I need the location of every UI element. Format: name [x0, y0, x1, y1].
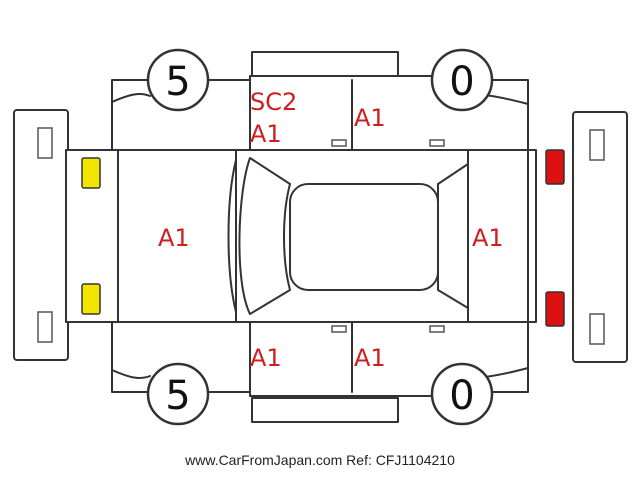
hood-panel — [117, 149, 237, 323]
front-left-lamp — [81, 157, 101, 189]
tire-rear-right-depth: 0 — [449, 373, 474, 419]
left-roof-rail — [251, 51, 399, 77]
tire-rear-left: 0 — [430, 48, 494, 112]
damage-right-rear-door: A1 — [354, 344, 386, 372]
damage-trunk: A1 — [472, 224, 504, 252]
damage-right-front-door: A1 — [250, 344, 282, 372]
damage-left-front-door-a: A1 — [250, 120, 282, 148]
damage-left-front-door-sc: SC2 — [250, 88, 297, 116]
front-bumper — [13, 109, 69, 361]
tire-front-right-depth: 5 — [165, 373, 190, 419]
tire-rear-right: 0 — [430, 362, 494, 426]
damage-hood: A1 — [158, 224, 190, 252]
front-right-lamp — [81, 283, 101, 315]
tire-front-left-depth: 5 — [165, 59, 190, 105]
rear-right-lamp — [545, 291, 565, 327]
tire-front-left: 5 — [146, 48, 210, 112]
trunk-panel — [467, 149, 529, 323]
footer-reference: www.CarFromJapan.com Ref: CFJ1104210 — [0, 452, 640, 468]
rear-bumper — [572, 111, 628, 363]
right-roof-rail — [251, 397, 399, 423]
tire-front-right: 5 — [146, 362, 210, 426]
damage-left-rear-door: A1 — [354, 104, 386, 132]
footer-source: www.CarFromJapan.com — [185, 452, 343, 468]
rear-left-lamp — [545, 149, 565, 185]
tire-rear-left-depth: 0 — [449, 59, 474, 105]
footer-ref: Ref: CFJ1104210 — [346, 452, 455, 468]
roof-panel — [289, 183, 439, 291]
windshield — [238, 157, 291, 315]
top-view-body — [65, 149, 537, 323]
rear-window — [437, 163, 469, 309]
